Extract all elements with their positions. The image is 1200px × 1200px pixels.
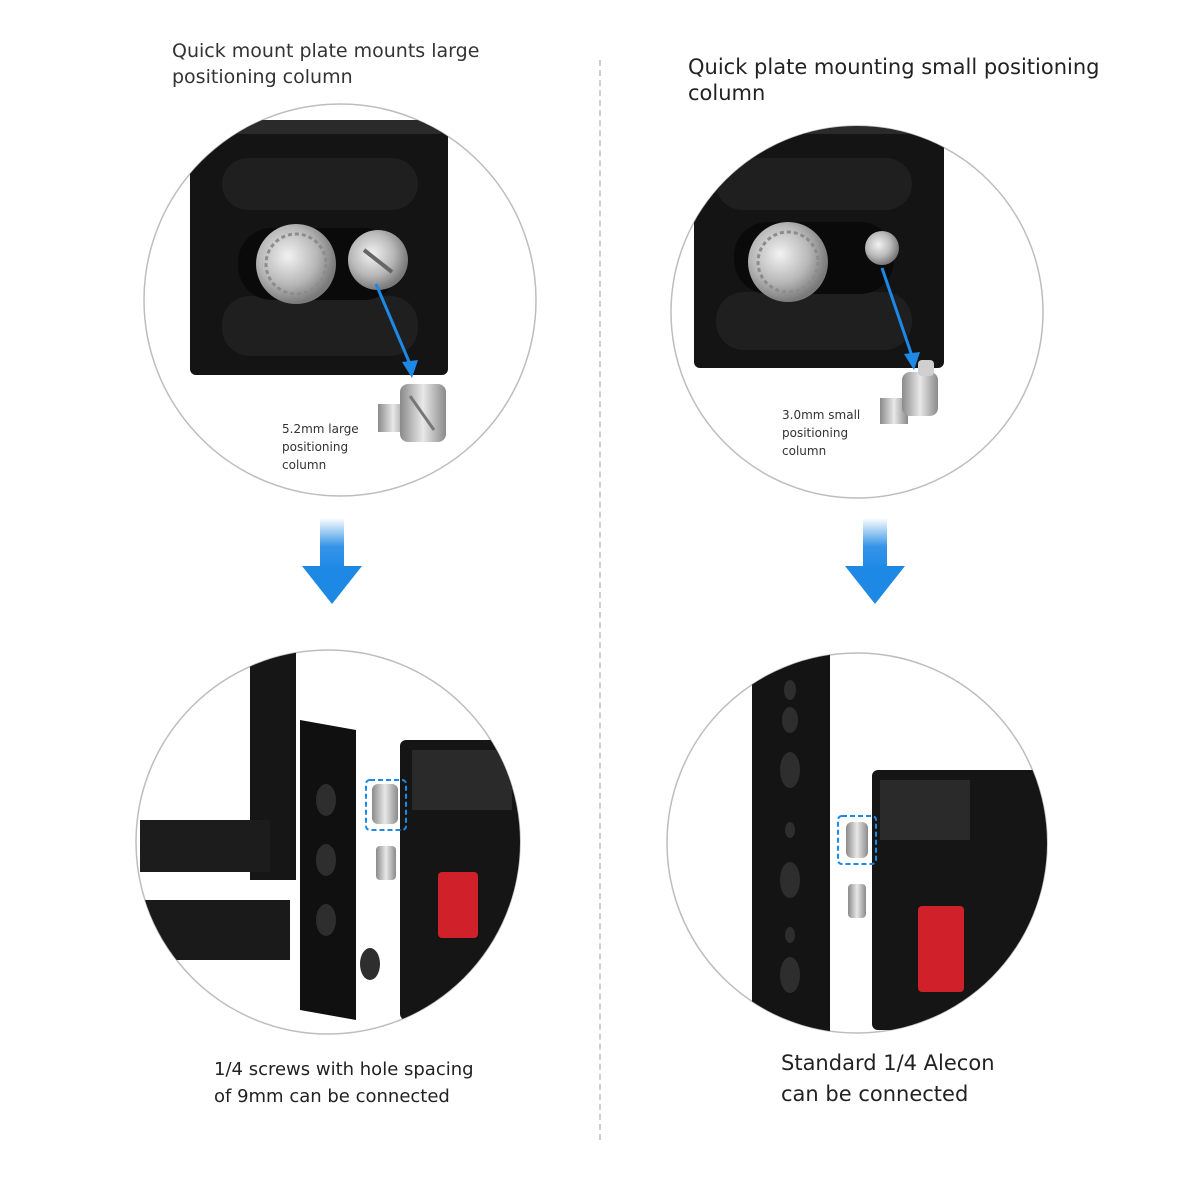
- panel-divider: [599, 60, 601, 1140]
- down-arrow-left-icon: [302, 518, 362, 604]
- left-panel-caption: 1/4 screws with hole spacing of 9mm can …: [214, 1059, 474, 1107]
- large-column-plate-view: [143, 103, 537, 497]
- small-positioning-column-part: [880, 360, 938, 424]
- cage-9mm-holes-view: [135, 649, 521, 1035]
- large-column-label: 5.2mm large positioning column: [282, 422, 359, 472]
- cage-standard-holes-view: [666, 652, 1048, 1034]
- down-arrow-right-icon: [845, 518, 905, 604]
- right-panel-caption: Standard 1/4 Alecon can be connected: [781, 1051, 995, 1106]
- right-panel-title: Quick plate mounting small positioning c…: [688, 55, 1100, 105]
- small-column-plate-view: [670, 125, 1044, 499]
- left-panel-title: Quick mount plate mounts large positioni…: [172, 40, 480, 88]
- small-column-label: 3.0mm small positioning column: [782, 408, 861, 458]
- large-positioning-column-part: [378, 384, 446, 442]
